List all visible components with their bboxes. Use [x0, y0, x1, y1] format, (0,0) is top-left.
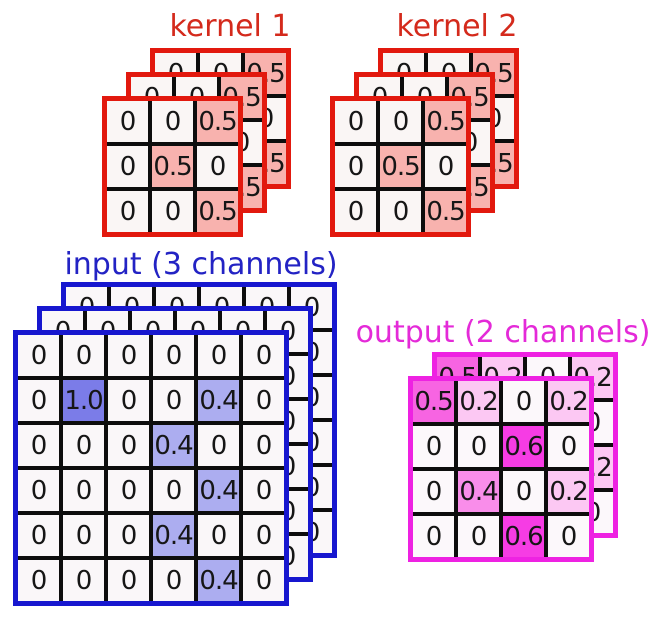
cell: 0: [18, 515, 59, 556]
cell: 0.4: [153, 425, 194, 466]
cell: 0: [335, 191, 376, 232]
cell: 0: [153, 560, 194, 601]
cell: 0: [198, 515, 239, 556]
cell: 0: [108, 470, 149, 511]
cell: 0: [243, 425, 284, 466]
cell: 0: [108, 515, 149, 556]
cell: 0: [153, 380, 194, 421]
cell: 0.5: [425, 191, 466, 232]
cell: 0: [152, 101, 193, 142]
cell: 0: [63, 470, 104, 511]
cell: 0: [503, 471, 544, 512]
cell: 0.5: [197, 101, 238, 142]
cell: 0: [243, 470, 284, 511]
cell: 0: [18, 380, 59, 421]
cell: 0: [107, 191, 148, 232]
cell: 0: [335, 101, 376, 142]
cell: 0: [153, 335, 194, 376]
cell: 0.5: [413, 381, 454, 422]
cell: 0.4: [198, 560, 239, 601]
cell: 0: [425, 146, 466, 187]
cell: 0: [152, 191, 193, 232]
cell: 0: [198, 425, 239, 466]
cell: 0.2: [458, 381, 499, 422]
cell: 0: [63, 425, 104, 466]
cell: 0.6: [503, 516, 544, 557]
cell: 0.4: [198, 380, 239, 421]
cell: 0: [380, 191, 421, 232]
cell: 0.6: [503, 426, 544, 467]
cell: 1.0: [63, 380, 104, 421]
cell: 0.4: [458, 471, 499, 512]
cell: 0: [548, 426, 589, 467]
cell: 0: [503, 381, 544, 422]
cell: 0: [108, 335, 149, 376]
cell: 0: [18, 470, 59, 511]
cell: 0: [108, 560, 149, 601]
cell: 0.5: [380, 146, 421, 187]
cell: 0: [107, 146, 148, 187]
cell: 0.5: [197, 191, 238, 232]
cell: 0: [458, 426, 499, 467]
cell: 0: [243, 380, 284, 421]
cell: 0: [108, 380, 149, 421]
kernel1-title: kernel 1: [169, 9, 291, 44]
cell: 0.4: [153, 515, 194, 556]
cell: 0.5: [152, 146, 193, 187]
cell: 0: [197, 146, 238, 187]
cell: 0: [413, 516, 454, 557]
cell: 0: [63, 515, 104, 556]
cell: 0: [18, 425, 59, 466]
cell: 0.5: [425, 101, 466, 142]
cell: 0: [413, 426, 454, 467]
kernel2-title: kernel 2: [396, 9, 518, 44]
cell: 0: [63, 560, 104, 601]
cell: 0: [243, 560, 284, 601]
cell: 0: [108, 425, 149, 466]
cell: 0: [18, 335, 59, 376]
cell: 0: [413, 471, 454, 512]
cell: 0: [153, 470, 194, 511]
cell: 0.2: [548, 381, 589, 422]
cell: 0: [63, 335, 104, 376]
cell: 0: [548, 516, 589, 557]
cell: 0: [380, 101, 421, 142]
cell: 0.2: [548, 471, 589, 512]
cell: 0: [243, 335, 284, 376]
input-title: input (3 channels): [64, 247, 338, 282]
cell: 0.4: [198, 470, 239, 511]
cell: 0: [18, 560, 59, 601]
cell: 0: [243, 515, 284, 556]
cell: 0: [107, 101, 148, 142]
cell: 0: [335, 146, 376, 187]
cell: 0: [458, 516, 499, 557]
output-title: output (2 channels): [355, 315, 651, 350]
cell: 0: [198, 335, 239, 376]
